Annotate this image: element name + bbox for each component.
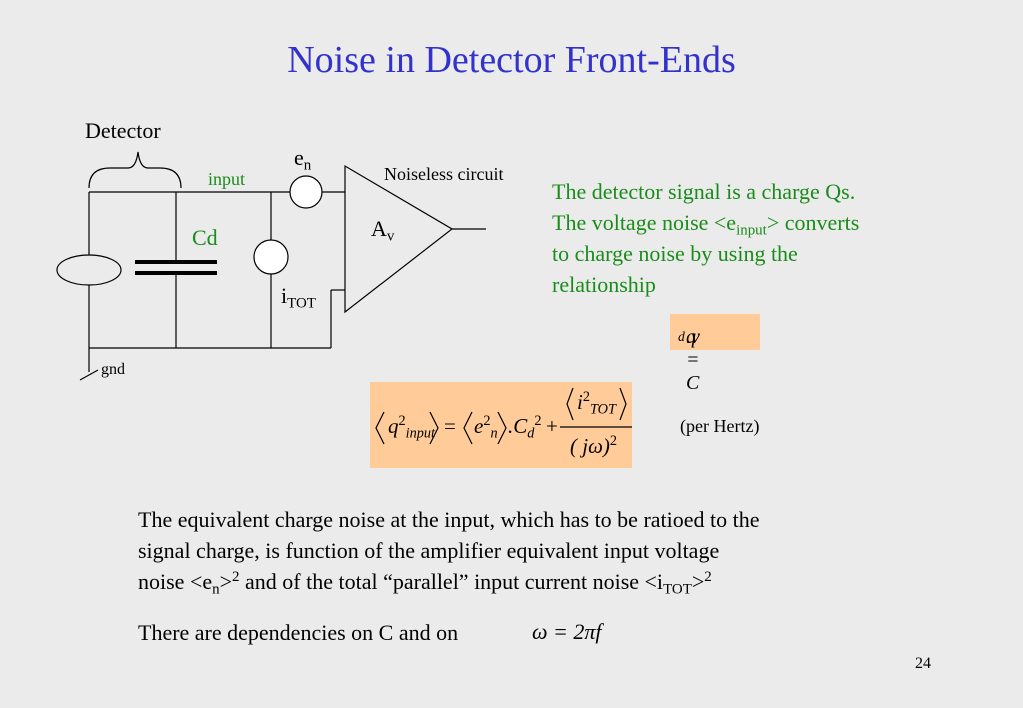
dependencies-text: There are dependencies on C and on — [138, 620, 459, 645]
input-label: input — [208, 169, 246, 189]
per-hertz-note: (per Hertz) — [680, 416, 760, 436]
equation-brackets — [375, 387, 632, 445]
en-source-circle — [289, 175, 323, 209]
detector-brace — [88, 151, 182, 189]
desc-line3: to charge noise by using the — [552, 241, 798, 266]
itot-source-circle — [253, 239, 289, 275]
desc-line2: The voltage noise <einput> converts — [552, 210, 860, 239]
eq2-numerator: i2TOT — [577, 389, 616, 418]
gnd-label: gnd — [101, 361, 125, 378]
amplifier-triangle — [344, 164, 454, 314]
body-line2: signal charge, is function of the amplif… — [138, 538, 720, 563]
body-paragraph: The equivalent charge noise at the input… — [138, 504, 760, 597]
body-line1: The equivalent charge noise at the input… — [138, 507, 760, 532]
page-number: 24 — [915, 655, 931, 672]
slide-title: Noise in Detector Front-Ends — [287, 39, 736, 81]
charge-noise-equation: q2input = e2n .Cd2 + i2TOT ( jω)2 — [370, 382, 632, 468]
body-line3: noise <en>2 and of the total “parallel” … — [138, 568, 712, 598]
itot-label: iTOT — [281, 283, 316, 312]
eq2-plus: + — [546, 414, 558, 438]
eq2-en: e2n — [474, 413, 498, 442]
detector-description: The detector signal is a charge Qs. The … — [552, 176, 942, 300]
noiseless-circuit-label: Noiseless circuit — [384, 164, 504, 184]
eq2-q-input: q2input — [388, 413, 435, 442]
detector-source-ellipse — [56, 254, 122, 286]
en-label: en — [294, 145, 312, 174]
eq2-cd: .Cd2 — [508, 413, 542, 442]
detector-label: Detector — [85, 118, 161, 143]
eq2-denominator: ( jω)2 — [570, 433, 618, 458]
cd-label: Cd — [192, 225, 218, 250]
desc-line1: The detector signal is a charge Qs. — [552, 179, 856, 204]
eq2-equals: = — [444, 414, 456, 438]
desc-line4: relationship — [552, 272, 656, 297]
omega-equation: ω = 2πf — [532, 619, 602, 644]
av-label: Av — [371, 216, 395, 245]
gnd-slash — [79, 369, 99, 381]
